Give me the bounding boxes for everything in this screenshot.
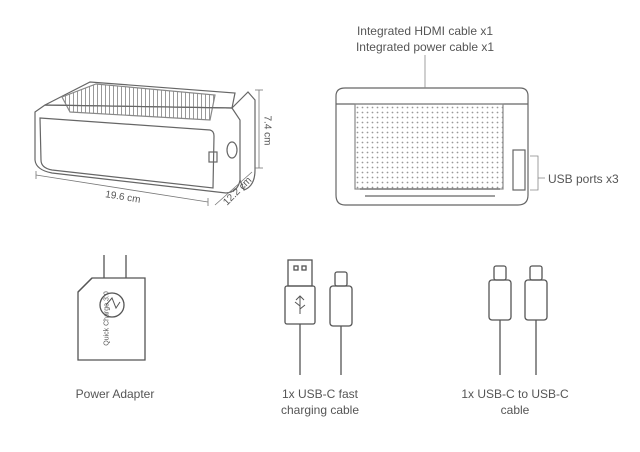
adapter-body [77,277,146,361]
device-perspective-view [34,81,256,194]
usb-c-plug-body-right [524,279,548,321]
usb-c-to-c-cable-illustration [488,265,548,375]
device-power-button [226,141,238,159]
length-dimension-line [35,174,209,203]
power-cable-callout: Integrated power cable x1 [355,40,495,54]
usb-icon [294,295,306,314]
fast-cable-caption-line2: charging cable [280,403,360,417]
device-side-port [208,151,218,163]
usb-port-group [512,149,526,191]
usb-c-plug-tip-left [493,265,507,281]
adapter-brand-label: Quick Charge 3.0 [103,291,111,346]
device-front-outline [335,87,529,206]
usb-a-plug-tip [287,259,313,287]
usb-c-plug-tip [334,271,348,287]
hdmi-cable-callout: Integrated HDMI cable x1 [356,24,494,38]
cc-cable-caption-line1: 1x USB-C to USB-C [461,387,569,401]
power-adapter-caption: Power Adapter [75,387,155,401]
adapter-logo-mark [105,297,121,310]
usb-ports-callout: USB ports x3 [548,172,619,186]
device-front-view [335,55,545,206]
device-front-grille [354,103,504,190]
usb-a-to-c-cable-illustration [284,259,353,375]
power-adapter-illustration [77,255,146,361]
usb-callout-bracket [530,155,539,191]
usb-c-plug-tip-right [529,265,543,281]
usb-c-plug-body [329,285,353,327]
device-side-face [231,91,256,191]
fast-cable-caption-line1: 1x USB-C fast [281,387,359,401]
device-front-panel [39,117,215,189]
depth-dimension-line [214,171,253,206]
dimension-lines [35,89,263,206]
adapter-logo-circle [99,292,125,318]
cc-cable-caption-line2: cable [500,403,530,417]
usb-c-plug-body-left [488,279,512,321]
height-dimension-label: 7.4 cm [261,115,273,146]
